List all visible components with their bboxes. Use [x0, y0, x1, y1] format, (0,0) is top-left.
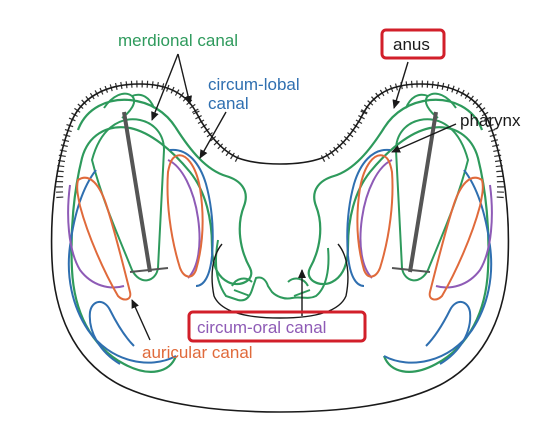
arrow-pharynx: [391, 123, 457, 153]
anus-label: anus: [393, 35, 430, 54]
auricular-canal-label: auricular canal: [142, 343, 253, 362]
circum-oral-canal-right: [359, 159, 493, 289]
arrow-anus: [392, 61, 409, 109]
circum-oral-canal-label: circum-oral canal: [197, 318, 326, 337]
arrow-circum-lobal: [199, 111, 227, 159]
circum-oral-canal-left: [67, 159, 201, 289]
arrow-meridional-1: [151, 53, 179, 121]
auricular-canal-left-2: [166, 154, 204, 278]
circum-lobal-canal-label-line2: canal: [208, 94, 249, 113]
pharynx-left-base: [129, 267, 169, 273]
comb-row-left-side: [56, 123, 74, 201]
central-stomodeum: [211, 243, 349, 319]
auricular-canal-right-2: [356, 154, 394, 278]
auricular-canal-left-1: [76, 176, 132, 301]
pharynx-right: [408, 111, 438, 273]
circum-lobal-canal-left: [67, 148, 214, 364]
auricular-canal-right-1: [428, 176, 484, 301]
circum-lobal-canal-label-line1: circum-lobal: [208, 75, 300, 94]
meridional-canal-right-inner: [394, 118, 470, 282]
pharynx-right-base: [391, 267, 431, 273]
arrow-meridional-2: [177, 53, 193, 105]
meridional-canal-right-arch: [405, 92, 457, 119]
arrow-auricular: [131, 299, 151, 341]
circum-oral-label-box: [187, 310, 367, 343]
circum-lobal-canal-right-lower: [425, 301, 472, 365]
pharynx-left: [122, 111, 152, 273]
comb-row-left-inner: [192, 110, 242, 164]
body-outline: [50, 83, 510, 413]
meridional-canal-stalk: [215, 239, 330, 302]
meridional-canal-right: [307, 98, 490, 373]
circum-lobal-canal-right: [346, 148, 493, 364]
meridional-canal-left-inner: [90, 118, 166, 282]
comb-row-right-inner: [318, 110, 368, 164]
circum-lobal-canal-left-lower: [88, 301, 135, 365]
comb-row-left: [68, 80, 200, 122]
meridional-canal-left-arch: [103, 92, 155, 119]
anus-label-box: [380, 28, 446, 60]
pharynx-label: pharynx: [460, 111, 521, 130]
comb-row-right-side: [486, 123, 504, 201]
meridional-canal-label: merdional canal: [118, 31, 238, 50]
